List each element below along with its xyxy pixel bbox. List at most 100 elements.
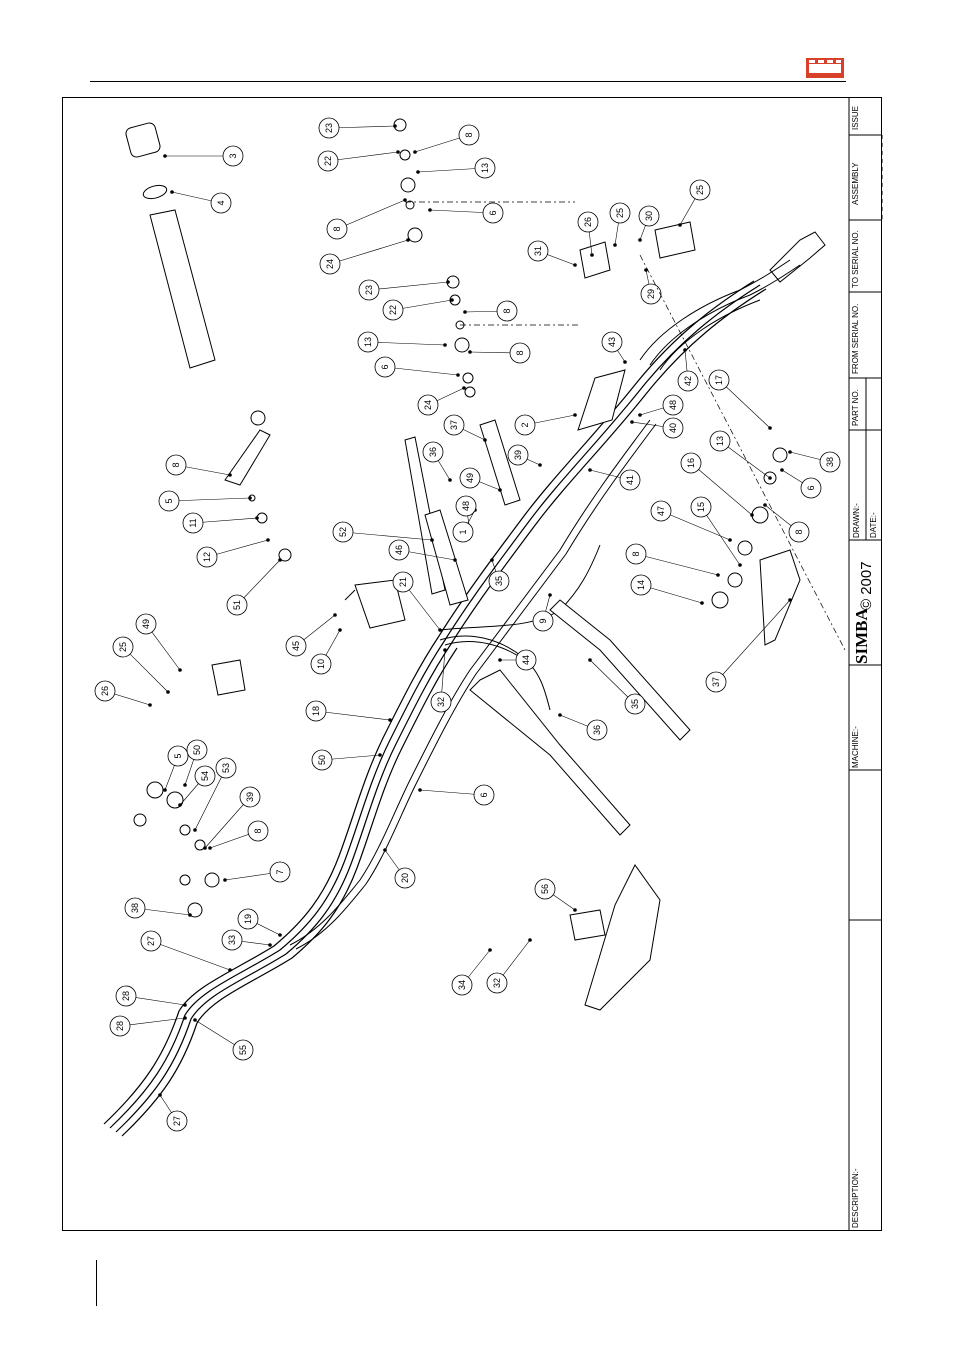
callout-leader-dot (278, 558, 282, 562)
callout-number: 48 (461, 501, 471, 511)
callout-balloon: 5 (158, 490, 180, 512)
callout-number: 30 (644, 211, 654, 221)
callout-balloon: 50 (186, 739, 208, 761)
callout-number: 8 (794, 529, 804, 534)
callout-leader-dot (228, 473, 232, 477)
callout-number: 49 (465, 473, 475, 483)
callout-balloon: 27 (166, 1110, 188, 1132)
callout-leader (168, 497, 251, 502)
callout-number: 6 (479, 792, 489, 797)
callout-balloon: 48 (455, 495, 477, 517)
callout-leader-dot (248, 496, 252, 500)
callout-balloon: 25 (112, 636, 134, 658)
callout-leader-dot (488, 948, 492, 952)
callout-leader-dot (170, 190, 174, 194)
callout-leader-dot (788, 598, 792, 602)
quick-coupler (769, 231, 826, 283)
callout-leader-dot (383, 848, 387, 852)
callout-leader (367, 341, 446, 346)
callout-number: 54 (200, 771, 210, 781)
callout-leader-dot (613, 243, 617, 247)
callout-number: 5 (164, 498, 174, 503)
callout-balloon: 36 (586, 719, 608, 741)
callout-balloon: 19 (237, 908, 259, 930)
callout-leader-dot (266, 538, 270, 542)
callout-leader-dot (498, 488, 502, 492)
callout-number: 31 (533, 246, 543, 256)
callout-leader-dot (456, 373, 460, 377)
callout-number: 25 (695, 185, 705, 195)
callout-leader (635, 553, 719, 576)
callout-leader-dot (490, 558, 494, 562)
callout-balloon: 4 (210, 192, 232, 214)
callout-leader-dot (538, 463, 542, 467)
callout-leader (700, 506, 741, 566)
callout-number: 36 (592, 725, 602, 735)
callout-balloon: 28 (109, 1015, 131, 1037)
callout-leader-dot (468, 350, 472, 354)
callout-balloon: 8 (458, 124, 480, 146)
callout-balloon: 38 (124, 897, 146, 919)
callout-leader-dot (193, 828, 197, 832)
callout-leader (328, 125, 396, 129)
callout-leader-dot (430, 538, 434, 542)
callout-leader-dot (573, 908, 577, 912)
callout-balloon: 8 (625, 543, 647, 565)
callout-leader-dot (558, 713, 562, 717)
callout-balloon: 20 (394, 867, 416, 889)
callout-number: 28 (115, 1021, 125, 1031)
callout-number: 22 (323, 156, 333, 166)
callout-number: 45 (291, 641, 301, 651)
cylinder-2 (479, 369, 626, 506)
callout-number: 8 (502, 308, 512, 313)
footer-rule (96, 1260, 97, 1306)
callout-leader-dot (700, 601, 704, 605)
callout-number: 2 (520, 422, 530, 427)
callout-leader-dot (203, 846, 207, 850)
callout-balloon: 26 (577, 211, 599, 233)
callout-number: 26 (583, 217, 593, 227)
callout-leader-dot (228, 968, 232, 972)
callout-leader-dot (183, 1003, 187, 1007)
callout-leader (718, 379, 771, 429)
callout-number: 51 (232, 600, 242, 610)
assembly-label: ASSEMBLY (851, 162, 860, 205)
callout-number: 10 (316, 659, 326, 669)
callout-number: 28 (121, 991, 131, 1001)
callout-leader (589, 659, 636, 705)
callout-leader (690, 462, 753, 516)
callout-number: 11 (188, 518, 198, 527)
callout-balloon: 8 (788, 521, 810, 543)
callout-number: 44 (521, 655, 531, 665)
callout-balloon: 47 (650, 500, 672, 522)
callout-leader-dot (443, 648, 447, 652)
callout-balloon: 43 (601, 331, 623, 353)
callout-balloon: 44 (515, 649, 537, 671)
callout-leader-dot (193, 1018, 197, 1022)
callout-balloon: 54 (194, 765, 216, 787)
callout-number: 36 (428, 447, 438, 457)
callout-number: 29 (646, 289, 656, 299)
callout-leader (660, 510, 731, 541)
callout-leader-dot (573, 413, 577, 417)
callout-number: 25 (118, 642, 128, 652)
part-no-label: PART NO. (851, 389, 860, 426)
callout-number: 5 (173, 753, 183, 758)
callout-leader (715, 599, 791, 683)
callout-number: 19 (243, 914, 253, 924)
callout-balloon: 45 (285, 635, 307, 657)
callout-balloon: 36 (422, 441, 444, 463)
callout-number: 8 (631, 551, 641, 556)
brand-text: SIMBA (852, 608, 871, 664)
callout-balloon: 39 (239, 786, 261, 808)
callout-leader-dot (178, 668, 182, 672)
callout-balloon: 8 (509, 342, 531, 364)
callout-leader-dot (443, 343, 447, 347)
cylinder-1 (404, 436, 469, 606)
header-rule (90, 81, 846, 82)
callout-balloon: 8 (496, 300, 518, 322)
callout-balloon: 46 (388, 539, 410, 561)
callout-number: 55 (238, 1045, 248, 1055)
callout-leader-dot (255, 516, 259, 520)
callout-balloon: 34 (451, 974, 473, 996)
